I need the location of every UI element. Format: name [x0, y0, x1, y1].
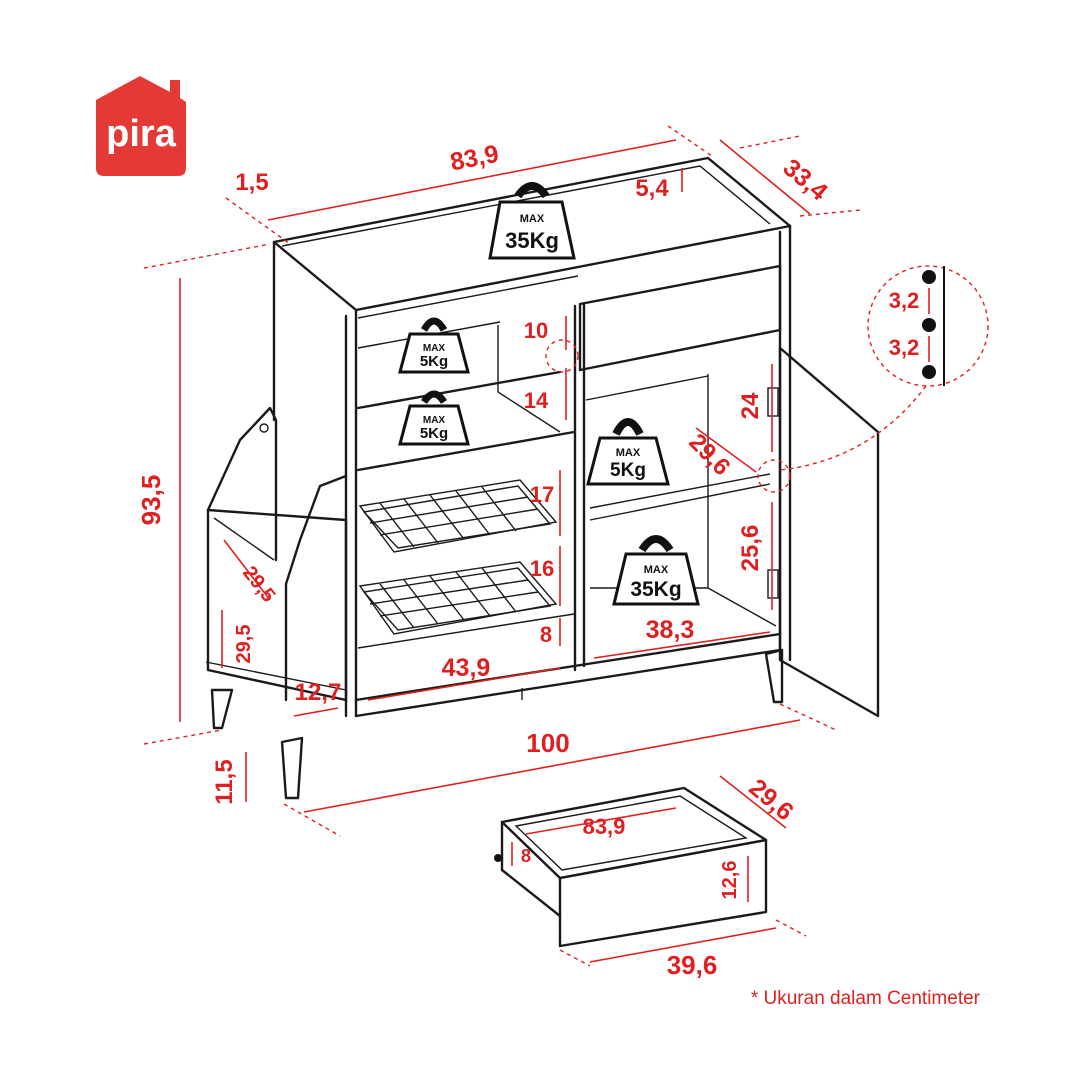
dim-drawer-depth: 29,6	[744, 774, 799, 827]
weight-upper-left-1-max: MAX	[423, 343, 446, 354]
weight-badge-top: MAX 35Kg	[488, 182, 576, 260]
weight-upper-left-1-value: 5Kg	[420, 353, 448, 370]
shoe-rack-upper	[358, 479, 558, 553]
dim-drawer-width: 83,9	[583, 814, 626, 839]
dim-shelf-gap-1: 10	[524, 318, 548, 343]
dim-top-thickness: 1,5	[235, 169, 268, 196]
drawer-drawing	[494, 786, 768, 948]
dimension-labels: 83,9 33,4 1,5 5,4 93,5 29,5 29,5 12,7 10…	[136, 140, 919, 980]
dim-depth-top: 33,4	[778, 154, 833, 207]
weight-upper-left-2-value: 5Kg	[420, 425, 448, 442]
dim-total-width: 100	[526, 728, 569, 758]
weight-badge-right-bottom: MAX 35Kg	[612, 535, 700, 606]
shoe-rack-lower	[358, 561, 558, 635]
weight-badge-right-shelf: MAX 5Kg	[586, 418, 670, 486]
dim-rack-gap-1: 17	[530, 482, 554, 507]
dim-rack-gap-3: 8	[540, 622, 552, 647]
dim-right-lower-height: 25,6	[737, 525, 764, 572]
dim-shelf-gap-2: 14	[524, 388, 549, 413]
dim-right-shelf-depth: 29,6	[683, 429, 735, 481]
dimension-lines	[143, 125, 861, 967]
weight-right-shelf-max: MAX	[616, 447, 641, 459]
dim-drawer-height: 12,6	[719, 861, 741, 900]
dim-height-total: 93,5	[136, 475, 166, 526]
dim-hole-spacing-2: 3,2	[889, 335, 920, 360]
dim-drawer-front-width: 39,6	[667, 950, 718, 980]
dim-hole-spacing-1: 3,2	[889, 288, 920, 313]
weight-top-max: MAX	[520, 213, 545, 225]
dim-right-inner-width: 38,3	[646, 616, 695, 644]
weight-right-shelf-value: 5Kg	[610, 460, 646, 481]
weight-upper-left-2-max: MAX	[423, 415, 446, 426]
dim-side-depth: 29,5	[238, 562, 279, 606]
dim-left-inner-width: 43,9	[442, 654, 491, 682]
dim-side-height: 29,5	[233, 625, 255, 664]
weight-badge-upper-left-2: MAX 5Kg	[398, 390, 470, 446]
shelf-hole-detail	[545, 265, 989, 493]
weight-badge-upper-left-1: MAX 5Kg	[398, 317, 470, 374]
weight-right-bottom-value: 35Kg	[630, 578, 681, 601]
dim-side-width: 12,7	[295, 679, 342, 706]
dim-leg-height: 11,5	[211, 759, 238, 804]
dim-top-rail: 5,4	[635, 175, 669, 202]
weight-right-bottom-max: MAX	[644, 564, 669, 576]
weight-top-value: 35Kg	[505, 228, 559, 253]
footnote: * Ukuran dalam Centimeter	[751, 988, 981, 1009]
dim-right-upper-height: 24	[737, 392, 764, 419]
dim-width-top: 83,9	[448, 140, 501, 177]
brand-name: pira	[106, 113, 177, 155]
dim-rack-gap-2: 16	[530, 556, 554, 581]
dim-drawer-inner-height: 8	[521, 846, 531, 866]
pira-logo: pira	[96, 76, 186, 176]
